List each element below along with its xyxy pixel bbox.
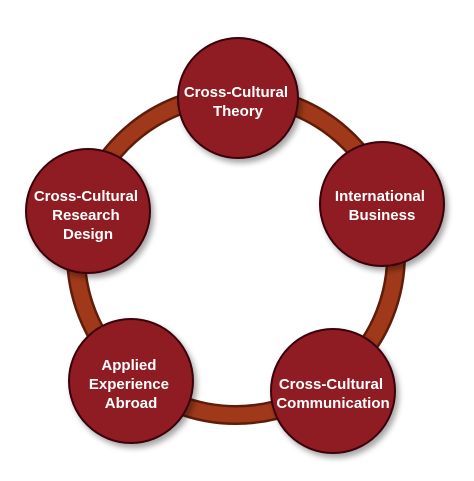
node-label: Cross-Cultural Theory xyxy=(184,84,292,120)
node-label: Cross-Cultural Communication xyxy=(276,376,389,412)
node-label-line: Communication xyxy=(276,395,389,412)
node-label-line: Business xyxy=(349,207,416,224)
node-label: International Business xyxy=(335,188,429,224)
node-circle xyxy=(270,328,396,454)
node-cross-cultural-communication: Cross-Cultural Communication xyxy=(270,328,396,454)
node-cross-cultural-theory: Cross-Cultural Theory xyxy=(177,37,299,159)
node-circle xyxy=(319,141,445,267)
node-label-line: Abroad xyxy=(105,395,158,412)
node-label-line: Experience xyxy=(89,376,169,393)
node-circle xyxy=(68,318,194,444)
node-applied-experience-abroad: Applied Experience Abroad xyxy=(68,318,194,444)
node-label-line: Cross-Cultural xyxy=(34,188,138,205)
node-label-line: Cross-Cultural xyxy=(184,84,288,101)
node-circle xyxy=(25,148,151,274)
node-label-line: Theory xyxy=(213,103,264,120)
node-cross-cultural-research-design: Cross-Cultural Research Design xyxy=(25,148,151,274)
node-label-line: Applied xyxy=(101,357,156,374)
node-label-line: International xyxy=(335,188,425,205)
node-label-line: Research xyxy=(52,207,120,224)
node-label-line: Design xyxy=(63,226,113,243)
node-circle xyxy=(177,37,299,159)
node-label: Applied Experience Abroad xyxy=(89,357,173,412)
node-label-line: Cross-Cultural xyxy=(279,376,383,393)
node-label: Cross-Cultural Research Design xyxy=(34,188,142,243)
node-international-business: International Business xyxy=(319,141,445,267)
